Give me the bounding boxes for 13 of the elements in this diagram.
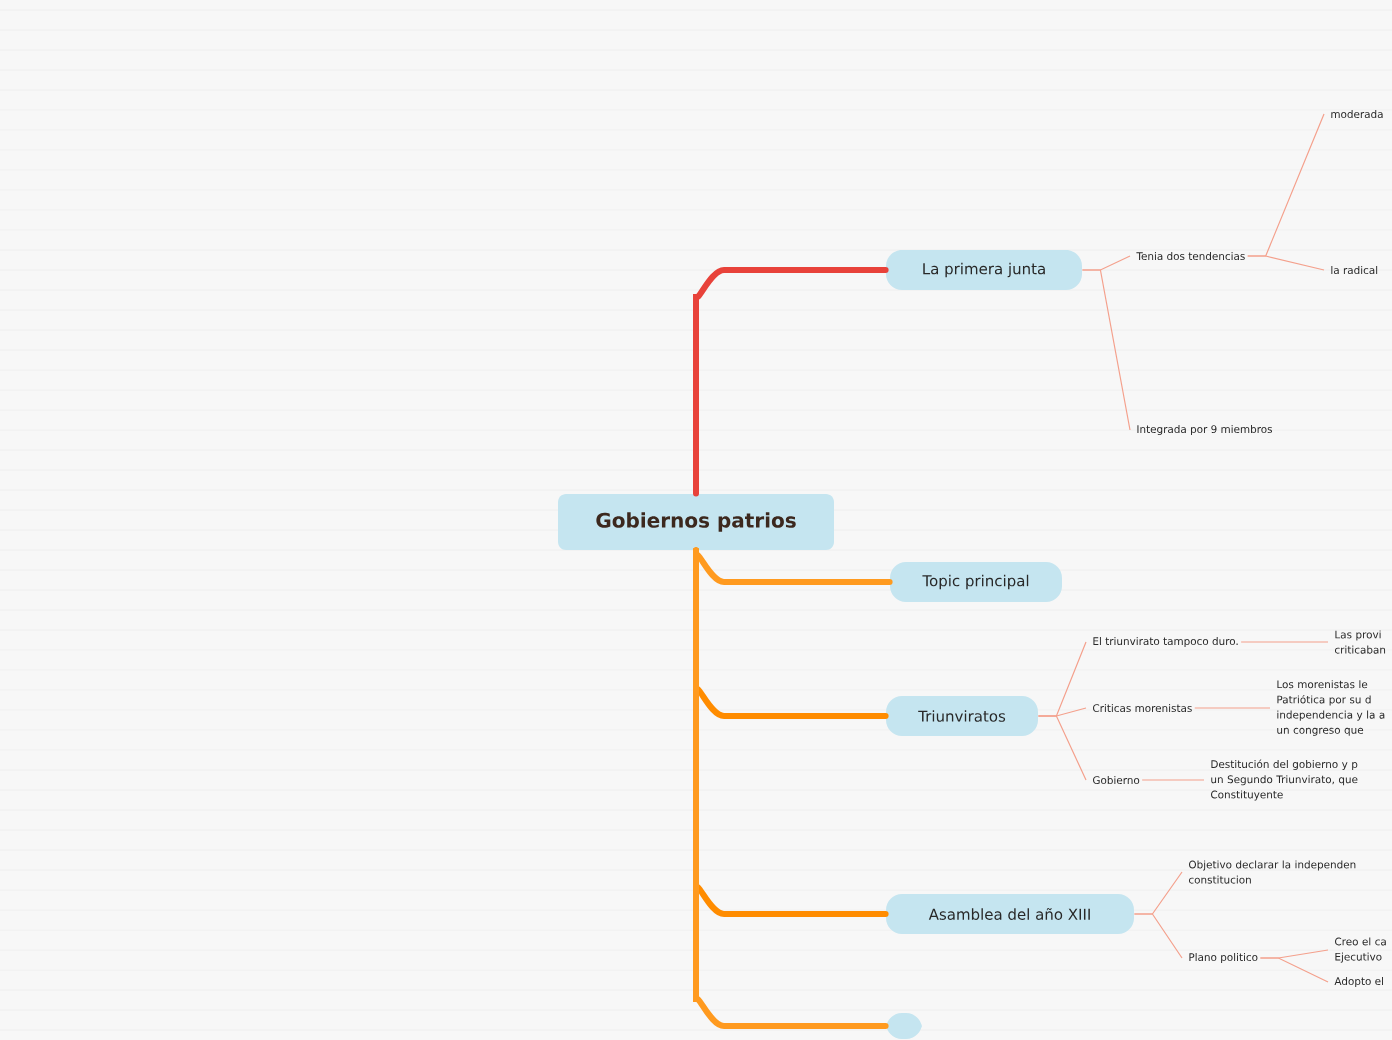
branch-line [693, 547, 889, 1029]
branch-line [693, 547, 893, 585]
branch-line [693, 267, 889, 497]
branch-line [1037, 715, 1087, 781]
empty-topic-pill [886, 1013, 922, 1039]
branch-line [1247, 255, 1325, 271]
branch-line [1081, 269, 1131, 431]
branch-line [1141, 779, 1205, 781]
branch-line [1240, 641, 1329, 643]
central-topic-box: Gobiernos patrios [558, 494, 834, 550]
branch-line [1194, 707, 1271, 709]
branch-line [1133, 913, 1183, 959]
branch-line [1259, 957, 1329, 983]
